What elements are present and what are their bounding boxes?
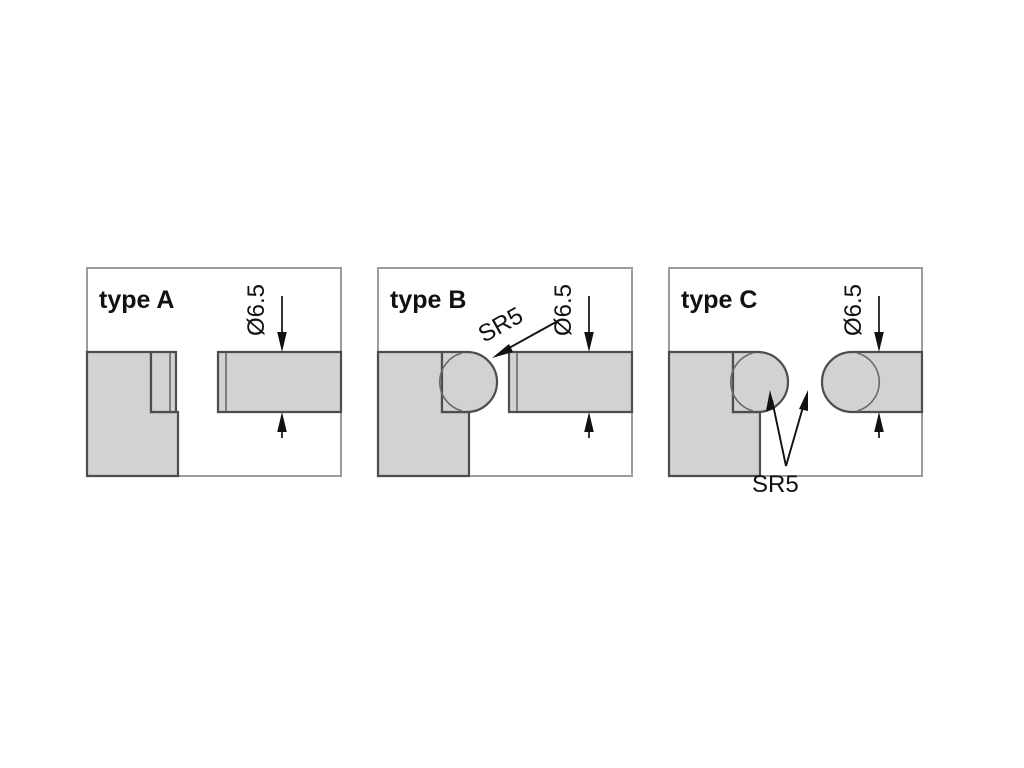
panel-c-pin-spherical — [731, 350, 790, 414]
panel-a-title: type A — [99, 286, 174, 314]
panel-b-diameter-label: Ø6.5 — [550, 284, 577, 336]
panel-c-bar-edge-arc — [856, 352, 881, 412]
panel-c-bar-spherical — [820, 350, 924, 414]
panel-b-pin-edge-arc — [438, 352, 463, 412]
panel-a-diameter-label: Ø6.5 — [243, 284, 270, 336]
panel-c-sr5-label: SR5 — [752, 471, 799, 498]
panel-type-c: SR5 type C Ø6.5 — [667, 267, 924, 498]
panel-b-arrow-top — [584, 332, 594, 352]
panel-b-sr5-arrow — [492, 344, 513, 358]
panel-c-sr5-arrow-left — [766, 390, 775, 411]
panel-c-sr5-leader-left — [771, 399, 787, 467]
panel-c-title: type C — [681, 286, 757, 314]
panel-b-pin-spherical — [440, 350, 499, 414]
panel-c-arrow-bottom — [874, 412, 884, 432]
panel-b-title: type B — [390, 286, 466, 314]
panel-c-sr5-arrow-right — [799, 390, 808, 411]
panel-a-bar — [216, 350, 343, 414]
panel-a-arrow-top — [277, 332, 287, 352]
panel-a-arrow-bottom — [277, 412, 287, 432]
panel-c-diameter-label: Ø6.5 — [840, 284, 867, 336]
panel-c-arrow-top — [874, 332, 884, 352]
panel-b-arrow-bottom — [584, 412, 594, 432]
panel-type-a: type A Ø6.5 — [85, 267, 343, 478]
panel-type-b: SR5 type B Ø6.5 — [376, 267, 634, 478]
panel-b-bar — [507, 350, 634, 414]
panel-c-sr5-leader-right — [785, 399, 806, 467]
panel-a-pin — [149, 350, 178, 414]
panel-c-pin-edge-arc — [729, 352, 754, 412]
